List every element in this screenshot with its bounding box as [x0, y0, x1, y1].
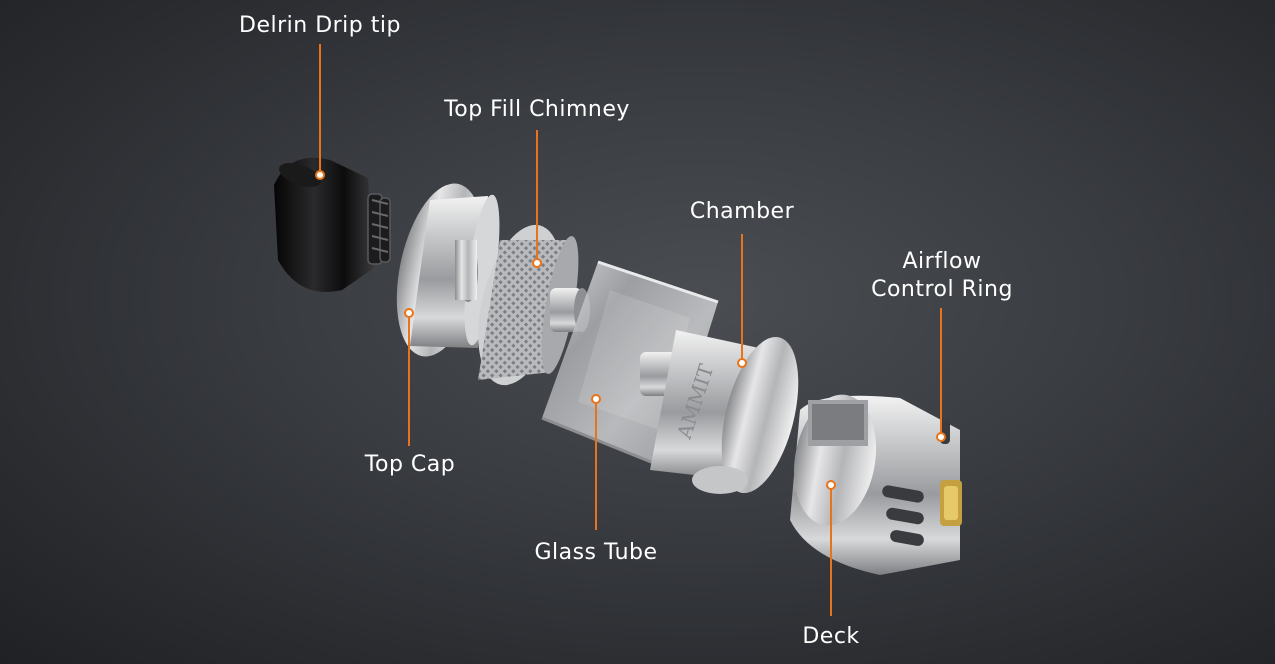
dot-airflow: [936, 432, 946, 442]
dot-deck: [826, 480, 836, 490]
dot-top-fill-chimney: [532, 258, 542, 268]
label-airflow-line1: Airflow: [902, 249, 982, 274]
label-chamber: Chamber: [689, 199, 795, 224]
label-delrin-drip-tip: Delrin Drip tip: [239, 13, 401, 38]
chamber-part: AMMIT: [640, 330, 799, 494]
label-airflow-line2: Control Ring: [871, 277, 1013, 302]
dot-chamber: [737, 358, 747, 368]
label-top-fill-chimney: Top Fill Chimney: [444, 97, 630, 122]
label-top-cap: Top Cap: [364, 452, 456, 477]
drip-tip-part: [274, 157, 391, 292]
leader-dots: [315, 170, 946, 490]
dot-drip-tip: [315, 170, 325, 180]
top-cap-part: [396, 183, 500, 357]
label-deck: Deck: [802, 624, 860, 649]
dot-glass-tube: [591, 394, 601, 404]
label-airflow-control-ring: Airflow Control Ring: [862, 248, 1022, 304]
label-glass-tube: Glass Tube: [534, 540, 658, 565]
deck-part: [790, 394, 962, 575]
leader-lines: [319, 44, 942, 616]
dot-top-cap: [404, 308, 414, 318]
